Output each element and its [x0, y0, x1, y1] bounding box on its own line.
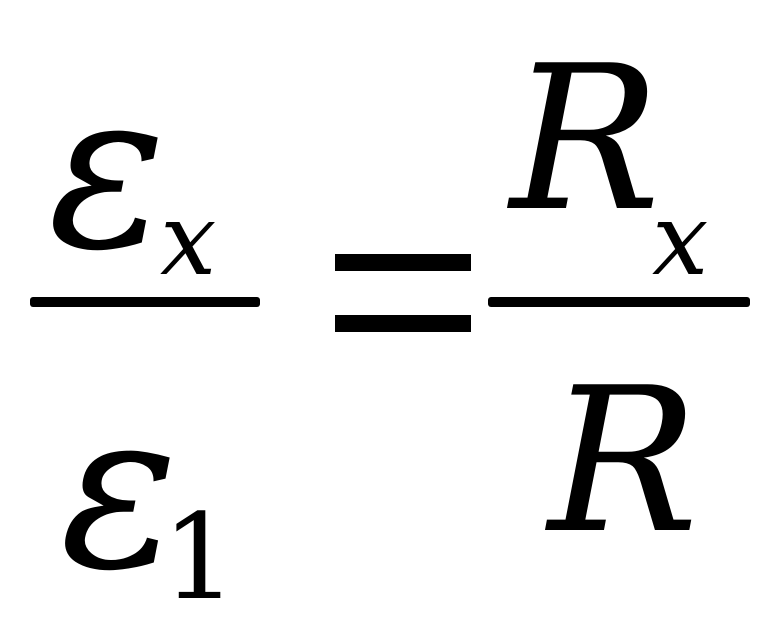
left-denominator-subscript: 1 — [162, 488, 238, 626]
right-numerator-subscript: x — [652, 181, 709, 298]
equals-bottom-bar — [335, 315, 471, 332]
right-denominator-r: R — [548, 345, 699, 578]
equals-top-bar — [335, 254, 471, 271]
right-numerator-r: R — [510, 23, 661, 256]
left-fraction-bar — [30, 297, 260, 307]
left-denominator-epsilon: ε — [60, 362, 179, 618]
right-fraction-bar — [488, 297, 750, 307]
left-numerator-epsilon: ε — [48, 42, 167, 298]
left-numerator-subscript: x — [160, 181, 217, 298]
